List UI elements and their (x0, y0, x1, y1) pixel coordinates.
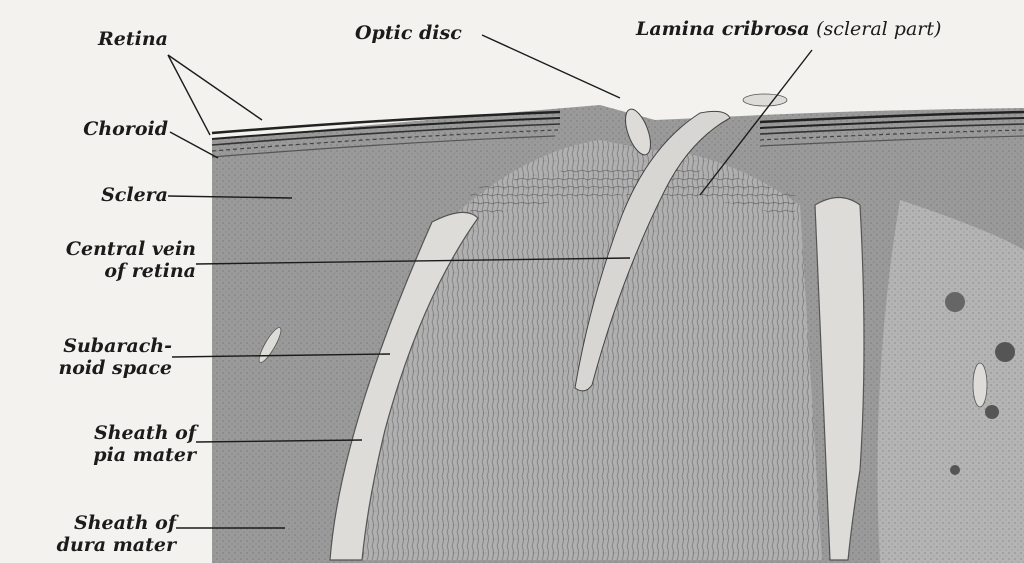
label-optic-disc: Optic disc (355, 22, 462, 44)
label-choroid: Choroid (30, 118, 168, 140)
label-sheath-pia-mater: Sheath of pia mater (30, 422, 196, 466)
label-sheath-dura-mater: Sheath of dura mater (20, 512, 176, 556)
label-retina: Retina (40, 28, 168, 50)
label-subarachnoid-space: Subarach- noid space (30, 335, 172, 379)
label-central-vein: Central vein of retina (4, 238, 196, 282)
label-sclera: Sclera (40, 184, 168, 206)
label-lamina-cribrosa: Lamina cribrosa (scleral part) (636, 18, 941, 40)
